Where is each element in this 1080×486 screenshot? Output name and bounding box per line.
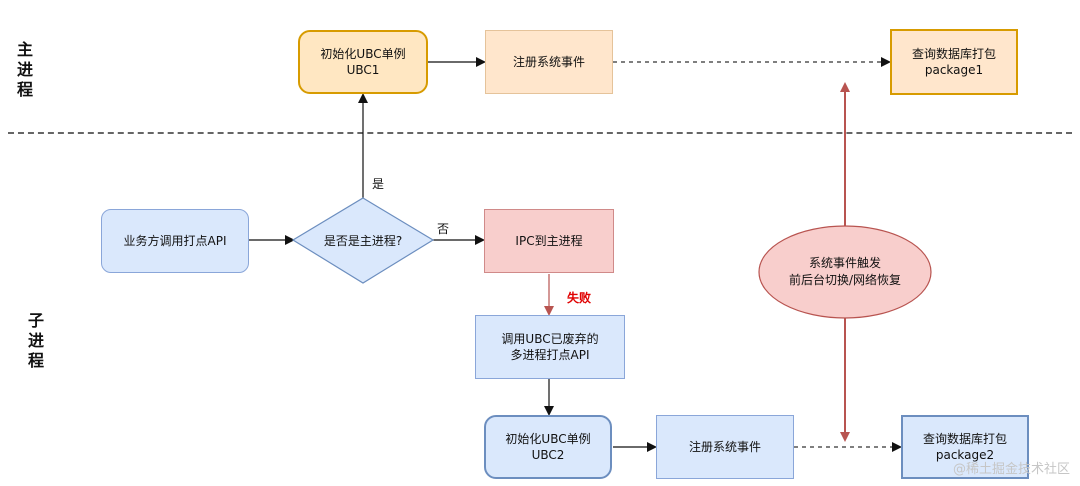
child-process-label-char-2: 进 (27, 331, 44, 350)
deprecated-api-line-2: 多进程打点API (510, 348, 590, 362)
init-ubc1-line-1: 初始化UBC单例 (320, 47, 406, 61)
init-ubc2-text: 初始化UBC单例 UBC2 (505, 431, 590, 463)
deprecated-api-line-1: 调用UBC已废弃的 (501, 332, 599, 346)
system-event-label: 系统事件触发 前后台切换/网络恢复 (789, 255, 901, 289)
query-package2-line-2: package2 (935, 448, 995, 462)
fail-edge-label: 失败 (567, 291, 592, 305)
query-package1-node: 查询数据库打包 package1 (890, 29, 1018, 95)
main-process-label-char-3: 程 (16, 80, 33, 99)
query-package1-text: 查询数据库打包 package1 (912, 46, 996, 78)
deprecated-api-text: 调用UBC已废弃的 多进程打点API (501, 331, 598, 363)
watermark-text: @稀土掘金技术社区 (952, 462, 1070, 477)
register-system-event-child-text: 注册系统事件 (688, 440, 761, 454)
query-package2-text: 查询数据库打包 package2 (923, 431, 1007, 463)
query-package1-line-1: 查询数据库打包 (911, 47, 996, 61)
register-system-event-child-node: 注册系统事件 (656, 415, 794, 479)
init-ubc1-node: 初始化UBC单例 UBC1 (298, 30, 428, 94)
system-event-line-2: 前后台切换/网络恢复 (788, 273, 902, 287)
ipc-to-main-process-node: IPC到主进程 (484, 209, 614, 273)
decision-diamond-shape (291, 197, 435, 284)
yes-edge-label: 是 (372, 177, 385, 191)
main-process-label-char-2: 进 (16, 60, 33, 79)
business-call-text: 业务方调用打点API (123, 234, 227, 248)
business-call-node: 业务方调用打点API (101, 209, 249, 273)
main-process-lane-label: 主 进 程 (5, 40, 45, 100)
init-ubc2-node: 初始化UBC单例 UBC2 (484, 415, 612, 479)
child-process-label-char-1: 子 (27, 311, 44, 330)
init-ubc2-line-1: 初始化UBC单例 (505, 432, 591, 446)
child-process-label-char-3: 程 (27, 351, 44, 370)
process-divider (8, 132, 1072, 134)
init-ubc1-line-2: UBC1 (346, 63, 380, 77)
system-event-ellipse-shape (758, 225, 932, 319)
query-package2-line-1: 查询数据库打包 (922, 432, 1007, 446)
query-package2-node: 查询数据库打包 package2 (901, 415, 1029, 479)
init-ubc1-text: 初始化UBC单例 UBC1 (320, 46, 405, 78)
ipc-to-main-process-text: IPC到主进程 (515, 234, 583, 248)
query-package1-line-2: package1 (924, 63, 984, 77)
register-system-event-main-node: 注册系统事件 (485, 30, 613, 94)
child-process-lane-label: 子 进 程 (16, 311, 56, 371)
system-event-line-1: 系统事件触发 (808, 256, 882, 270)
decision-label: 是否是主进程? (323, 234, 403, 248)
no-edge-label: 否 (437, 222, 450, 236)
main-process-label-char-1: 主 (16, 40, 33, 59)
init-ubc2-line-2: UBC2 (531, 448, 565, 462)
register-system-event-main-text: 注册系统事件 (512, 55, 585, 69)
deprecated-api-node: 调用UBC已废弃的 多进程打点API (475, 315, 625, 379)
